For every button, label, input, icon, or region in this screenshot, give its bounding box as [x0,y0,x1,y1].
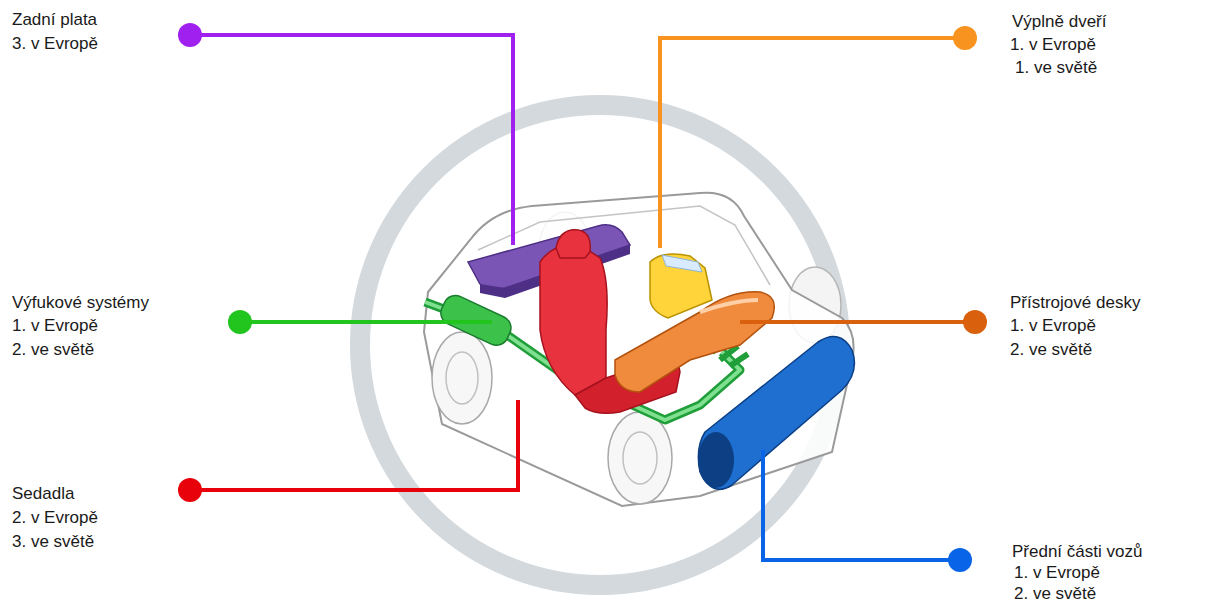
leader-dot [963,310,987,334]
leader-lines [190,35,975,560]
seat-headrest [556,230,590,258]
part-name: Přední části vozů [1012,542,1202,562]
part-name: Výfukové systémy [12,293,202,313]
front-bumper [698,337,854,490]
wheel [608,412,672,504]
rank-label: 1. v Evropě [1014,563,1204,583]
rank-label: 2. ve světě [1014,584,1204,604]
rank-label: 1. ve světě [1015,58,1205,78]
rank-label: 1. v Evropě [1010,316,1200,336]
dashboard [615,292,774,392]
rank-label: 1. v Evropě [12,316,202,336]
car-illustration [424,193,854,506]
rank-label: 2. v Evropě [12,508,202,528]
part-name: Zadní plata [12,10,202,30]
bumper-end [698,432,734,488]
leader-dot [178,23,202,47]
door-window [662,255,702,272]
leader-line [763,450,960,560]
leader-line [240,320,492,324]
leader-dot [228,310,252,334]
rank-label: 2. ve světě [12,340,202,360]
part-name: Sedadla [12,484,202,504]
leader-line [190,400,518,490]
seat-back [540,246,607,395]
car-body [424,193,854,506]
leader-dot [178,478,202,502]
leader-line [740,320,975,324]
leader-line [190,35,513,245]
part-name: Přístrojové desky [1010,293,1200,313]
wheel-hub [446,352,478,404]
leader-dot [953,26,977,50]
wheel [432,332,492,424]
rank-label: 3. v Evropě [12,34,202,54]
rank-label: 1. v Evropě [1010,35,1200,55]
wheel-hub [623,432,657,484]
leader-dots [178,23,987,572]
dashboard-highlight [700,300,758,312]
door-panel [650,254,712,318]
part-name: Výplně dveří [1012,12,1202,32]
leader-dot [948,548,972,572]
leader-line [660,38,965,248]
rank-label: 3. ve světě [12,532,202,552]
rank-label: 2. ve světě [1010,340,1200,360]
